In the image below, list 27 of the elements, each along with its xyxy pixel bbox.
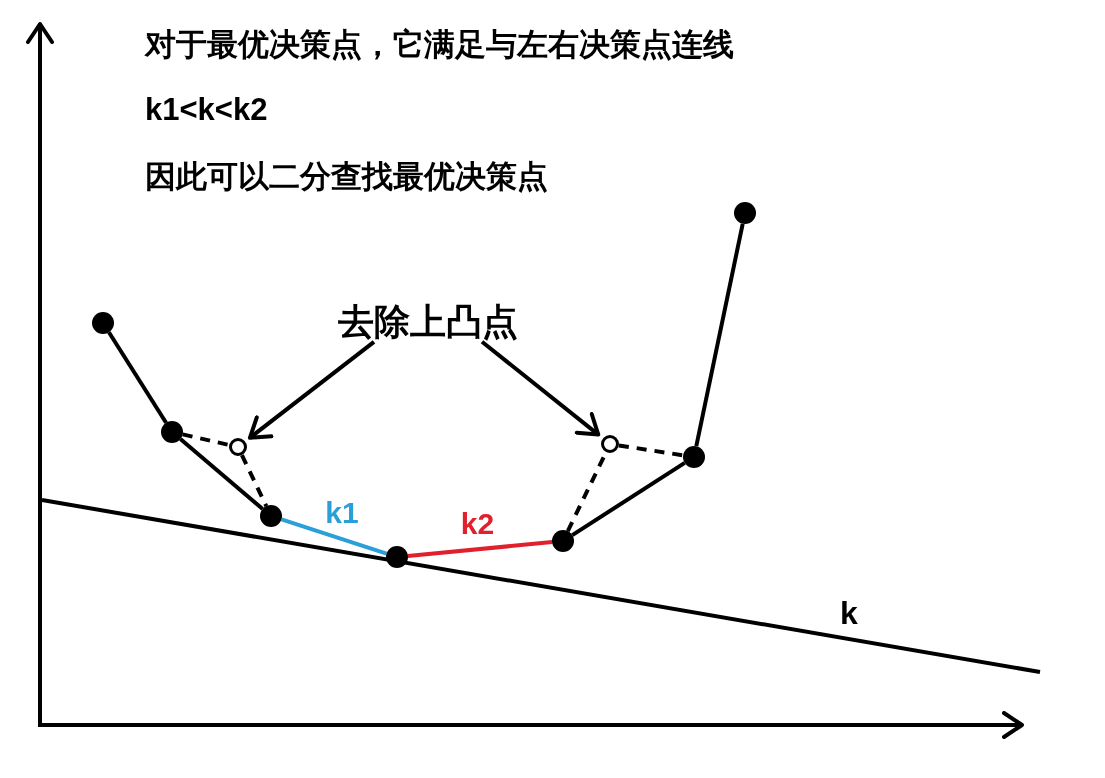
point-dot (260, 505, 282, 527)
hollow-point (601, 435, 619, 453)
line-segment (107, 331, 168, 424)
line-segment (407, 540, 553, 558)
line-segment (280, 517, 388, 556)
dashed-segment (182, 432, 230, 447)
edge-label: k2 (460, 506, 495, 540)
hollow-point (229, 438, 247, 456)
point-dot (386, 546, 408, 568)
note-text: k1<k<k2 (145, 93, 268, 128)
annotation-text: 去除上凸点 (338, 302, 518, 342)
point-dot (552, 530, 574, 552)
note-text: 因此可以二分查找最优决策点 (145, 160, 548, 195)
dashed-segment (240, 454, 269, 507)
note-text: 对于最优决策点，它满足与左右决策点连线 (145, 28, 734, 63)
point-dot (92, 312, 114, 334)
dashed-segment (618, 443, 684, 458)
edge-label: k1 (325, 495, 359, 529)
line-segment (179, 437, 264, 511)
arrow (480, 340, 601, 437)
arrow (247, 340, 376, 440)
slope-label: k (840, 596, 858, 632)
point-dot (683, 446, 705, 468)
line-segment (571, 461, 686, 537)
line-segment (694, 223, 745, 447)
point-dot (734, 202, 756, 224)
point-dot (161, 421, 183, 443)
